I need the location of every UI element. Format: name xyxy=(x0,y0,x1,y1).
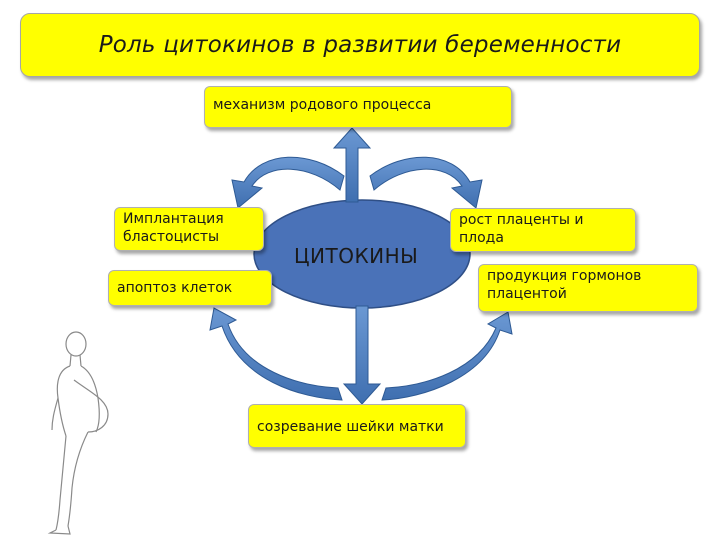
arrow-down-to-cervix xyxy=(342,305,382,405)
center-label: ЦИТОКИНЫ xyxy=(294,244,419,268)
box-label: механизм родового процесса xyxy=(213,97,432,113)
box-label: апоптоз клеток xyxy=(117,280,233,296)
box-hormone-production: продукция гормонов плацентой xyxy=(478,264,698,312)
box-label-line-1: Имплантация xyxy=(123,211,224,227)
box-implantation: Имплантация бластоцисты xyxy=(114,207,264,251)
box-label-line-2: бластоцисты xyxy=(123,229,220,245)
arrow-curved-upper-left xyxy=(231,156,345,209)
box-label-line-2: плацентой xyxy=(487,286,567,302)
arrow-curved-lower-right xyxy=(381,311,513,401)
box-label-line-1: продукция гормонов xyxy=(487,268,642,284)
title-banner: Роль цитокинов в развитии беременности xyxy=(20,13,700,77)
box-apoptosis: апоптоз клеток xyxy=(108,270,272,306)
page-title: Роль цитокинов в развитии беременности xyxy=(98,32,622,58)
arrow-curved-lower-left xyxy=(209,307,343,401)
box-labor-mechanism: механизм родового процесса xyxy=(204,86,512,128)
box-label-line-2: плода xyxy=(459,230,504,246)
pregnant-woman-figure xyxy=(47,331,109,535)
arrow-up-to-mechanism xyxy=(332,127,372,203)
arrow-curved-upper-right xyxy=(369,156,483,209)
box-placenta-growth: рост плаценты и плода xyxy=(450,208,636,252)
box-label: созревание шейки матки xyxy=(257,419,444,435)
box-cervical-ripening: созревание шейки матки xyxy=(248,404,466,448)
box-label-line-1: рост плаценты и xyxy=(459,212,584,228)
